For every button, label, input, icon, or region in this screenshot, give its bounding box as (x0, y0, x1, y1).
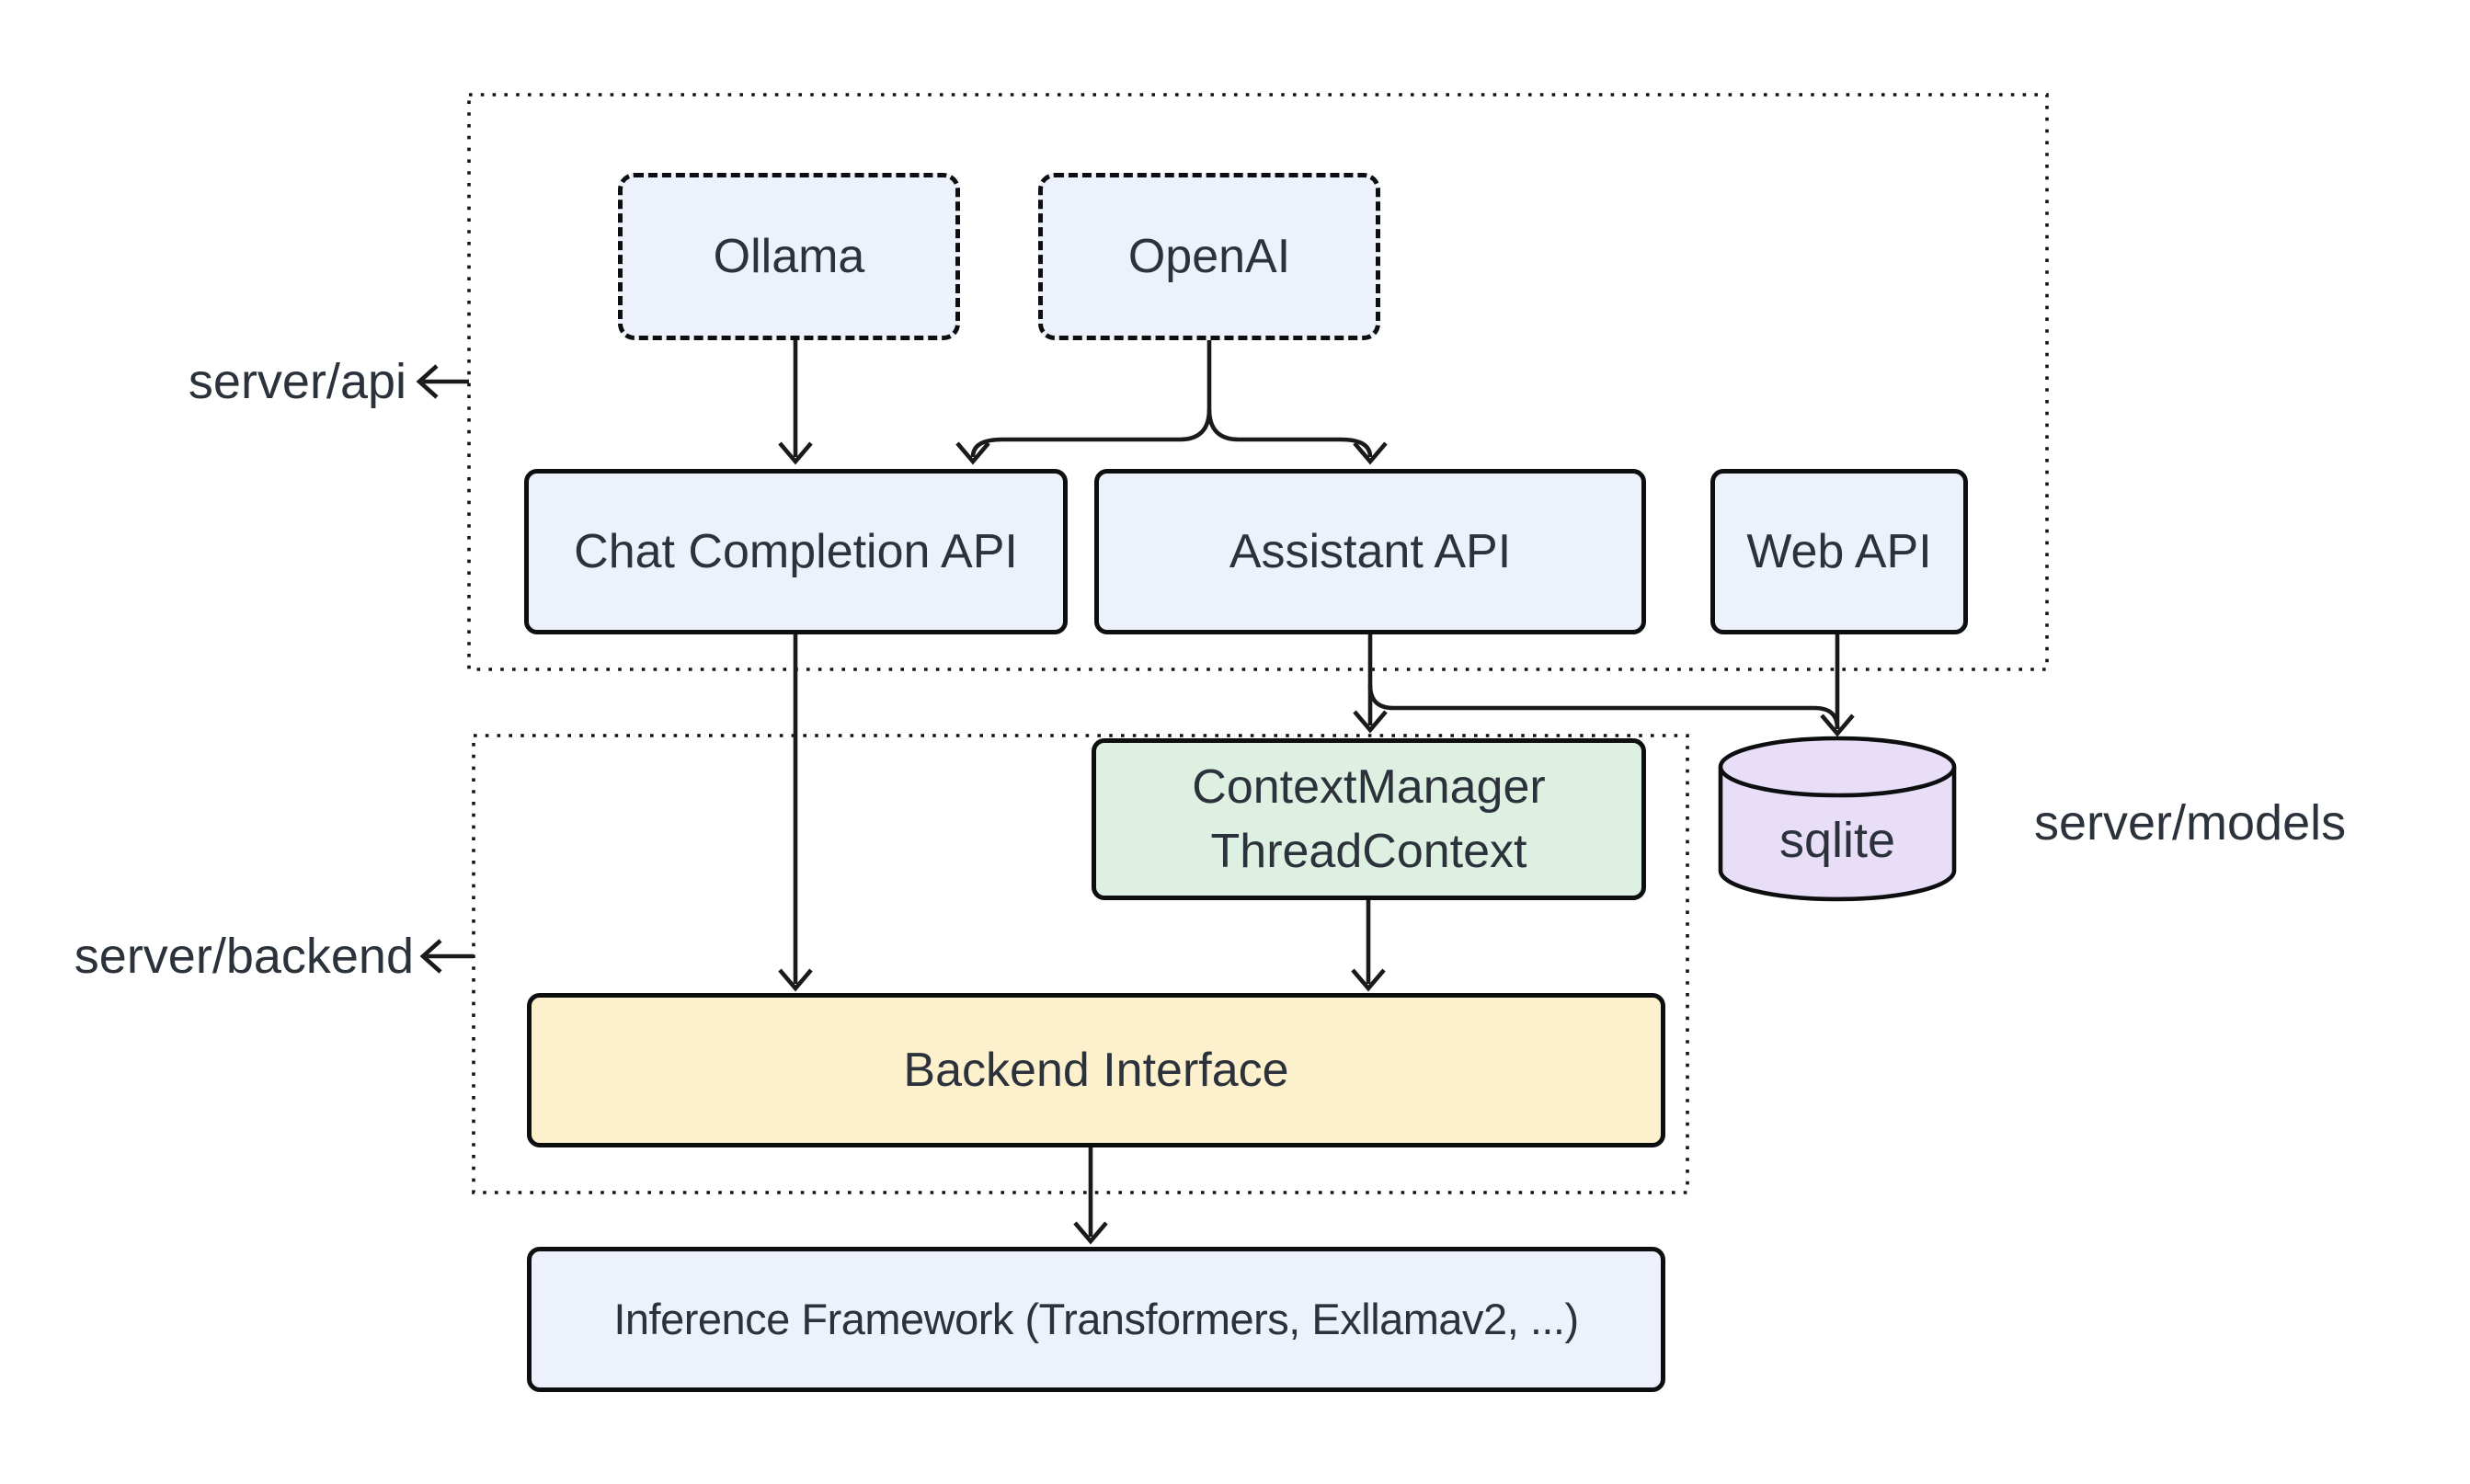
server-backend-label: server/backend (74, 929, 414, 984)
node-web-api: Web API (1710, 469, 1968, 634)
arrowhead-chat-backendinterface (778, 968, 813, 992)
arrowhead-assistant-contextmanager (1353, 710, 1388, 734)
server-backend-pointer-arrowhead (419, 939, 442, 974)
node-context-manager-label-line1: ContextManager (1192, 759, 1546, 814)
server-models-label: server/models (2034, 795, 2347, 850)
arrowhead-openai-chat (955, 441, 990, 465)
arrowhead-openai-assistant (1353, 441, 1388, 465)
server-api-pointer-arrowhead (416, 364, 439, 399)
server-api-label: server/api (188, 354, 406, 409)
node-context-manager-label-line2: ThreadContext (1210, 825, 1527, 878)
node-openai: OpenAI (1038, 173, 1380, 340)
edge-assistant-sqlite (1367, 684, 1840, 729)
node-inference-framework-label: Inference Framework (Transformers, Exlla… (613, 1295, 1579, 1344)
node-assistant-api: Assistant API (1094, 469, 1646, 634)
node-backend-interface: Backend Interface (527, 993, 1665, 1147)
arrowhead-backendinterface-inference (1073, 1221, 1108, 1245)
server-api-group-box (467, 93, 2049, 671)
node-ollama: Ollama (618, 173, 960, 340)
edge-openai-assistant (1206, 408, 1373, 458)
arrowhead-contextmanager-backendinterface (1351, 968, 1386, 992)
arrowhead-ollama-chat (778, 441, 813, 465)
node-chat-completion-api: Chat Completion API (524, 469, 1068, 634)
sqlite-cylinder (1718, 736, 1957, 902)
node-backend-interface-label: Backend Interface (903, 1043, 1289, 1097)
node-inference-framework: Inference Framework (Transformers, Exlla… (527, 1247, 1665, 1392)
edge-openai-chat (970, 408, 1212, 458)
sqlite-cylinder-top (1718, 736, 1957, 798)
node-chat-completion-api-label: Chat Completion API (574, 524, 1018, 578)
node-web-api-label: Web API (1746, 524, 1932, 578)
node-context-manager: ContextManager ThreadContext (1092, 738, 1646, 900)
sqlite-cylinder-body (1718, 767, 1957, 902)
node-openai-label: OpenAI (1127, 229, 1291, 283)
arrowhead-sqlite (1820, 713, 1855, 737)
node-assistant-api-label: Assistant API (1229, 524, 1512, 578)
node-sqlite-label: sqlite (1778, 813, 1896, 868)
node-ollama-label: Ollama (713, 229, 865, 283)
